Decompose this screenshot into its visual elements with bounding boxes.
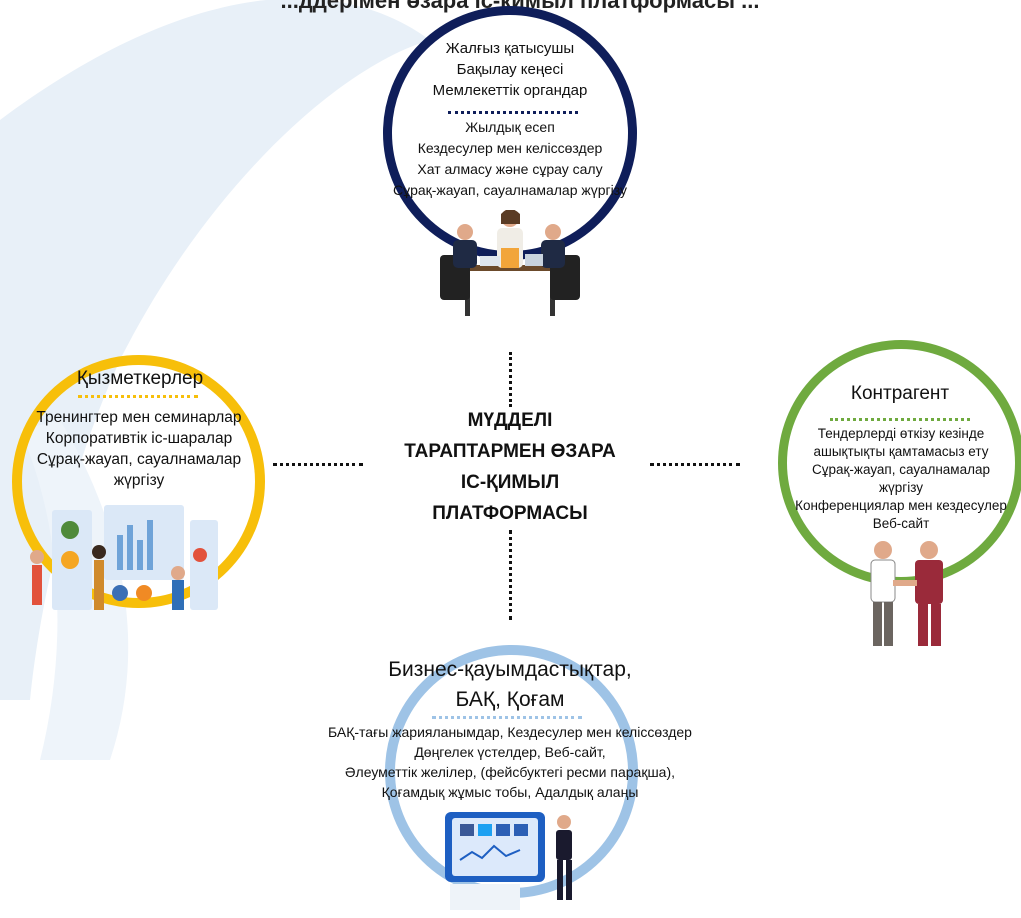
right-item: Веб-сайт (872, 516, 930, 531)
top-divider (448, 111, 578, 114)
connector-top (509, 352, 512, 407)
bottom-item: БАҚ-тағы жарияланымдар, Кездесулер мен к… (328, 724, 692, 740)
connector-bottom (509, 530, 512, 620)
left-item: Сұрақ-жауап, сауалнамалар (36, 451, 242, 468)
top-item: Сұрақ-жауап, сауалнамалар жүргізу (392, 182, 628, 198)
left-item: Тренингтер мен семинарлар (36, 409, 242, 426)
right-item: Конференциялар мен кездесулер (795, 498, 1007, 513)
right-divider (830, 418, 970, 421)
center-line-1: МҮДДЕЛІ (467, 410, 553, 431)
center-line-3: ІС-ҚИМЫЛ (460, 472, 560, 493)
analytics-illustration (30, 505, 218, 610)
top-items: Жылдық есеп Кездесулер мен келіссөздер Х… (360, 117, 660, 201)
center-line-4: ПЛАТФОРМАСЫ (432, 503, 588, 524)
bottom-divider (432, 716, 582, 719)
top-item: Кездесулер мен келіссөздер (417, 140, 603, 156)
bottom-item: Қоғамдық жұмыс тобы, Адалдық алаңы (381, 784, 639, 800)
connector-left (273, 463, 363, 466)
left-ring (12, 355, 265, 608)
bottom-item: Дөңгелек үстелдер, Веб-сайт, (414, 744, 606, 760)
center-line-2: ТАРАПТАРМЕН ӨЗАРА (404, 441, 616, 462)
left-title: Қызметкерлер (76, 368, 204, 389)
center-title: МҮДДЕЛІ ТАРАПТАРМЕН ӨЗАРА ІС-ҚИМЫЛ ПЛАТФ… (380, 405, 640, 529)
left-divider (78, 395, 198, 398)
handshake-illustration (870, 541, 943, 646)
top-groups: Жалғыз қатысушы Бақылау кеңесі Мемлекетт… (360, 38, 660, 101)
group-sole-participant: Жалғыз қатысушы (445, 40, 575, 57)
bottom-title-line: Бизнес-қауымдастықтар, (388, 658, 632, 681)
right-title: Контрагент (850, 383, 950, 404)
top-item: Хат алмасу және сұрау салу (417, 161, 603, 177)
right-item: ашықтықты қамтамасыз ету (813, 444, 989, 459)
left-item: Корпоративтік іс-шаралар (45, 430, 233, 447)
social-media-illustration (445, 812, 572, 910)
right-items: Тендерлерді өткізу кезінде ашықтықты қам… (776, 425, 1021, 533)
bottom-title-line: БАҚ, Қоғам (455, 688, 565, 711)
bottom-item: Әлеуметтік желілер, (фейсбуктегі ресми п… (344, 764, 676, 780)
top-item: Жылдық есеп (465, 119, 555, 135)
right-item: Сұрақ-жауап, сауалнамалар (812, 462, 990, 477)
group-supervisory-board: Бақылау кеңесі (456, 61, 564, 78)
left-items: Тренингтер мен семинарлар Корпоративтік … (5, 407, 273, 491)
connector-right (650, 463, 740, 466)
right-item: Тендерлерді өткізу кезінде (817, 426, 985, 441)
bottom-title: Бизнес-қауымдастықтар, БАҚ, Қоғам (340, 655, 680, 715)
right-item: жүргізу (878, 480, 923, 495)
group-state-bodies: Мемлекеттік органдар (432, 82, 588, 99)
bottom-items: БАҚ-тағы жарияланымдар, Кездесулер мен к… (280, 722, 740, 802)
left-item: жүргізу (113, 472, 165, 489)
meeting-illustration (440, 210, 580, 316)
